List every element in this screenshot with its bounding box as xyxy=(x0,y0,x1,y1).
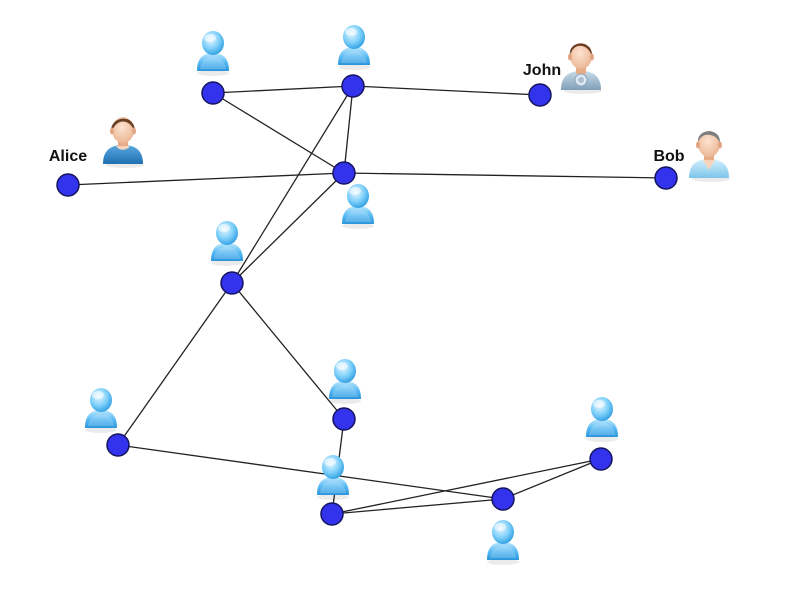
edge-n1-n2 xyxy=(212,85,354,94)
edge-n5-n6 xyxy=(343,172,667,179)
edges-layer xyxy=(67,85,667,515)
node-label-alice: Alice xyxy=(49,148,87,165)
graph-node-n1[interactable] xyxy=(201,81,225,105)
edge-n10-n11 xyxy=(331,498,504,515)
generic-user-icon xyxy=(85,388,117,433)
graph-node-n7[interactable] xyxy=(220,271,244,295)
edge-n8-n11 xyxy=(117,444,504,500)
generic-user-icon xyxy=(197,31,229,76)
edge-n1-n5 xyxy=(212,92,345,174)
edge-n7-n9 xyxy=(231,282,345,420)
generic-user-icon xyxy=(329,359,361,404)
generic-user-icon xyxy=(487,520,519,565)
nodes-layer xyxy=(56,74,678,526)
graph-node-n5[interactable] xyxy=(332,161,356,185)
node-label-bob: Bob xyxy=(653,148,684,165)
edge-n11-n12 xyxy=(502,458,602,500)
edge-n4-n5 xyxy=(67,172,345,186)
avatars-layer xyxy=(85,25,730,565)
edge-n2-n5 xyxy=(343,85,354,174)
graph-node-n6[interactable] xyxy=(654,166,678,190)
graph-node-n12[interactable] xyxy=(589,447,613,471)
alice-avatar-icon xyxy=(103,117,144,168)
generic-user-icon xyxy=(317,455,349,500)
edge-n2-n3 xyxy=(352,85,541,96)
generic-user-icon xyxy=(586,397,618,442)
graph-node-n2[interactable] xyxy=(341,74,365,98)
edge-n7-n8 xyxy=(117,282,233,446)
edge-n5-n7 xyxy=(231,172,345,284)
graph-node-n8[interactable] xyxy=(106,433,130,457)
generic-user-icon xyxy=(338,25,370,70)
edge-n10-n12 xyxy=(331,458,602,515)
generic-user-icon xyxy=(211,221,243,266)
node-label-john: John xyxy=(523,62,561,79)
graph-node-n4[interactable] xyxy=(56,173,80,197)
graph-node-n11[interactable] xyxy=(491,487,515,511)
graph-node-n3[interactable] xyxy=(528,83,552,107)
john-avatar-icon xyxy=(561,43,602,94)
generic-user-icon xyxy=(342,184,374,229)
graph-node-n10[interactable] xyxy=(320,502,344,526)
edge-n2-n7 xyxy=(231,85,354,284)
bob-avatar-icon xyxy=(689,131,730,182)
graph-node-n9[interactable] xyxy=(332,407,356,431)
